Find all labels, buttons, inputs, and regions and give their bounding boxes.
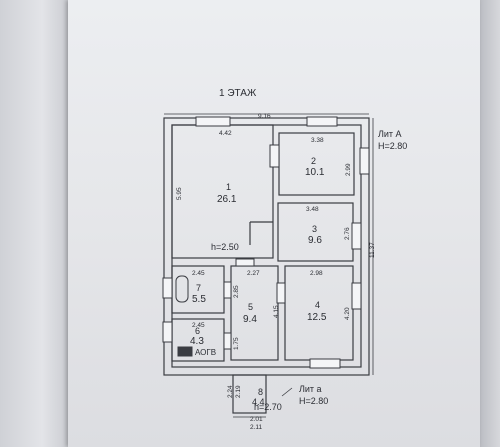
dim-porch-bottom-2: 2.11	[250, 424, 263, 431]
dim-r3-side: 2.76	[344, 227, 351, 240]
room-8-area: 4.4	[252, 397, 265, 407]
door-room4	[276, 282, 286, 304]
room-5-number: 5	[248, 302, 253, 312]
lit-a-height: H=2.80	[378, 141, 407, 151]
dim-porch-bottom-1: 2.01	[250, 416, 263, 423]
height-porch: h=2.70	[254, 402, 282, 412]
dim-r2-side: 2.99	[345, 163, 352, 176]
room-6-area: 4.3	[190, 336, 204, 347]
room-1-area: 26.1	[217, 194, 237, 205]
dim-overall-width: 9.16	[258, 113, 271, 120]
room-4-area: 12.5	[307, 312, 327, 323]
gas-unit-label: АОГВ	[195, 348, 216, 357]
window-room7-left	[162, 277, 173, 299]
window-room2-top	[306, 116, 338, 127]
dim-r1-top: 4.42	[219, 130, 232, 137]
dim-r5-right: 4.15	[273, 305, 280, 318]
dim-r6-side: 1.75	[233, 337, 240, 350]
room-6-number: 6	[195, 326, 200, 336]
height-main: h=2.50	[211, 242, 239, 252]
lit-a-label: Лит А	[378, 129, 402, 139]
dim-r6-top: 2.45	[192, 322, 205, 329]
left-page-background	[0, 0, 70, 447]
door-room2	[269, 144, 280, 168]
dim-r5-left: 2.85	[233, 285, 240, 298]
window-room1-top	[195, 116, 231, 127]
lit-small-a-height: H=2.80	[299, 396, 328, 406]
plan-sheet	[68, 0, 480, 447]
dim-r2-top: 3.38	[311, 137, 324, 144]
room-2-number: 2	[311, 156, 316, 166]
dim-r3-top: 3.48	[306, 206, 319, 213]
outer-wall-inner	[171, 124, 362, 368]
lit-small-a-label: Лит а	[299, 384, 322, 394]
door-room5	[235, 258, 255, 267]
room-3-area: 9.6	[308, 235, 322, 246]
dim-overall-length: 11.37	[369, 242, 376, 258]
room-5-area: 9.4	[243, 314, 257, 325]
door-room6	[223, 332, 232, 350]
window-room4-bottom	[309, 358, 341, 369]
room-7-area: 5.5	[192, 294, 206, 305]
right-page-edge	[478, 0, 500, 447]
door-room7	[223, 281, 232, 299]
floor-title: 1 ЭТАЖ	[219, 88, 257, 99]
dim-porch-left-1: 2.24	[227, 385, 234, 398]
dim-r4-right: 4.20	[344, 307, 351, 320]
room-3-number: 3	[312, 224, 317, 234]
leader-lit-a	[281, 387, 293, 397]
room-8-number: 8	[258, 387, 263, 397]
window-room6-left	[162, 321, 173, 343]
window-room3-right	[351, 222, 362, 250]
room-7-number: 7	[196, 283, 201, 293]
room-2-area: 10.1	[305, 167, 325, 178]
window-room2-right	[359, 147, 370, 175]
bathtub-icon	[175, 275, 189, 303]
dim-r5-top: 2.27	[247, 270, 260, 277]
dim-r4-top: 2.98	[310, 270, 323, 277]
room-1-number: 1	[226, 182, 231, 192]
dim-r1-side: 5.95	[176, 187, 183, 200]
dim-r7-top: 2.45	[192, 270, 205, 277]
boiler-icon	[177, 346, 193, 357]
dim-porch-left-2: 2.19	[235, 385, 242, 398]
porch-outline	[232, 374, 267, 414]
window-room4-right	[351, 282, 362, 310]
room-4-number: 4	[315, 300, 320, 310]
room-1-outline	[171, 124, 274, 259]
